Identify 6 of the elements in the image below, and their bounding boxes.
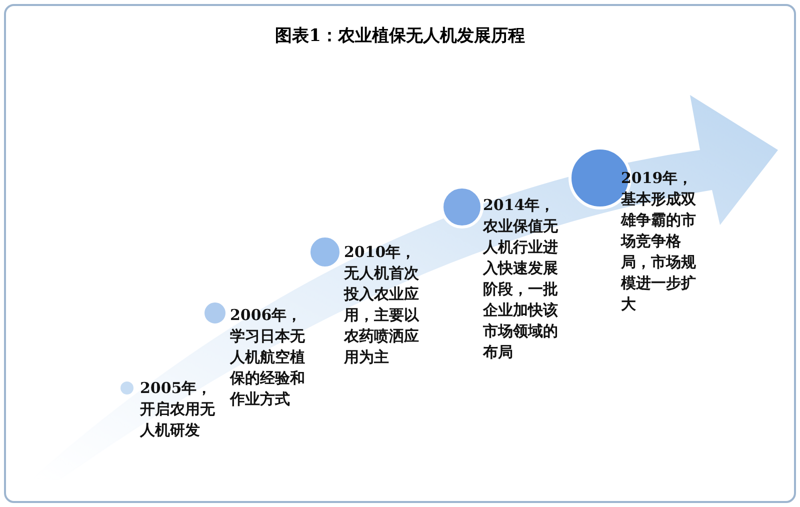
milestone-text: 2005年，开启农用无人机研发 (140, 378, 216, 441)
milestone-text: 2006年，学习日本无人机航空植保的经验和作业方式 (230, 305, 306, 410)
milestone-text: 2019年，基本形成双雄争霸的市场竞争格局，市场规模进一步扩大 (621, 168, 697, 315)
milestone-text: 2010年，无人机首次投入农业应用，主要以农药喷洒应用为主 (344, 242, 420, 368)
title: 图表1：农业植保无人机发展历程 (275, 25, 525, 47)
milestone-text: 2014年，农业保值无人机行业进入快速发展阶段，一批企业加快该市场领域的布局 (483, 195, 559, 363)
